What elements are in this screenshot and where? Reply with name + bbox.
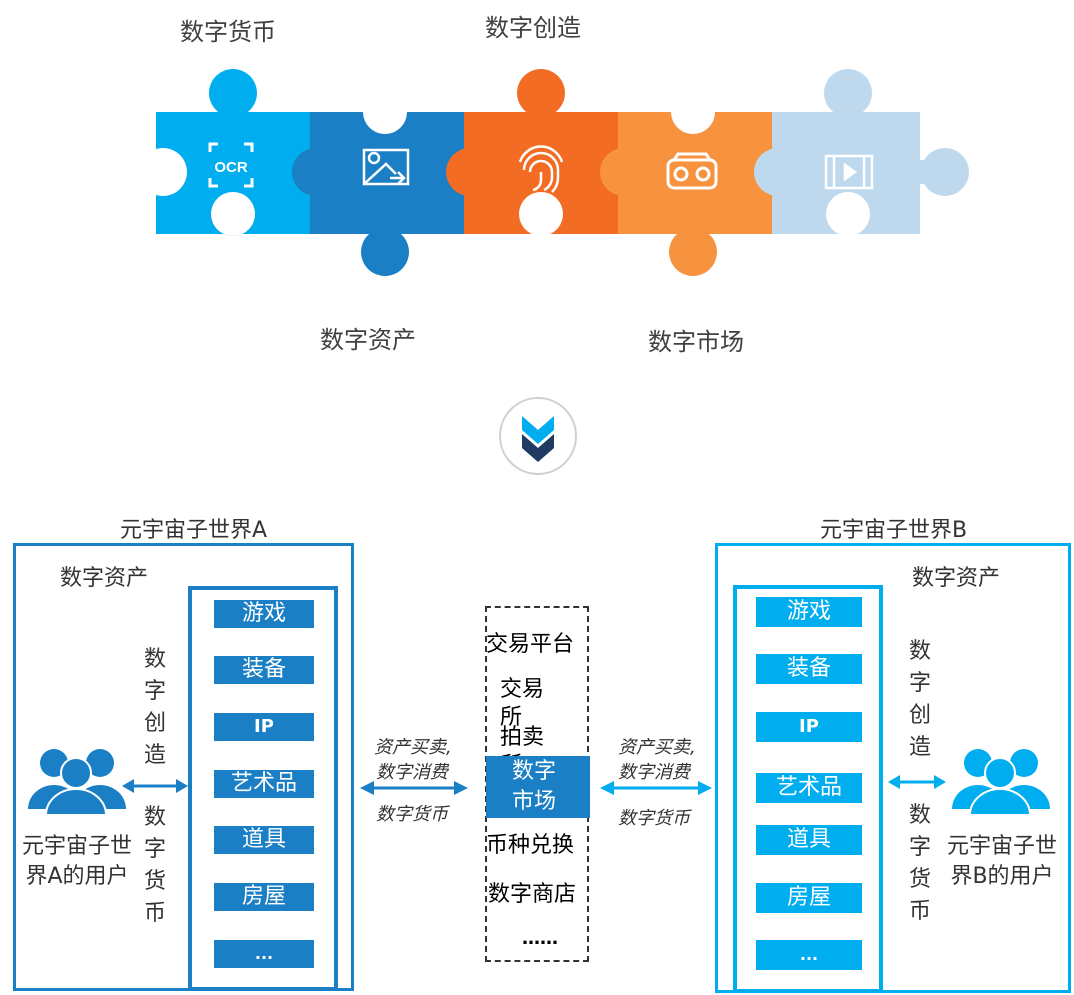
market-trading-platform: 交易平台 <box>486 632 575 657</box>
market-currency-exchange: 币种兑换 <box>486 833 575 858</box>
left-arrow-label-2: 数字消费 <box>376 762 448 783</box>
world-a-asset-list <box>188 586 338 991</box>
world-a-item-more: ... <box>214 940 314 968</box>
world-b-users-icon <box>952 749 1050 815</box>
world-a-panel <box>13 543 354 991</box>
world-b-digital-creation: 数字创造 <box>908 639 931 760</box>
world-a-user-label: 元宇宙子世界A的用户 <box>22 834 133 889</box>
world-a-user-arrow <box>122 779 188 793</box>
left-bidirectional-arrow <box>360 781 468 795</box>
market-exchange: 交易所 <box>500 677 545 730</box>
world-b-item-art: 艺术品 <box>756 773 862 803</box>
world-b-assets-title: 数字资产 <box>912 566 1001 591</box>
world-a-item-equipment: 装备 <box>214 656 314 684</box>
market-digital-market-box <box>486 756 590 818</box>
world-b-panel <box>715 543 1071 993</box>
video-icon <box>824 154 874 190</box>
puzzle-piece-2 <box>211 90 464 276</box>
fingerprint-icon <box>518 145 564 193</box>
world-a-digital-creation: 数字创造 <box>143 647 166 768</box>
right-arrow-label-2: 数字消费 <box>618 762 690 783</box>
ocr-icon-text: OCR <box>214 159 248 176</box>
world-b-item-game: 游戏 <box>756 597 862 627</box>
world-a-users-icon <box>28 749 126 815</box>
puzzle-piece-3 <box>446 69 618 236</box>
label-digital-currency: 数字货币 <box>180 18 276 46</box>
world-a-item-art: 艺术品 <box>214 770 314 798</box>
label-digital-assets: 数字资产 <box>320 326 416 354</box>
image-edit-icon <box>362 148 410 186</box>
puzzle-piece-5 <box>754 69 969 236</box>
world-b-digital-currency: 数字货币 <box>908 803 931 924</box>
world-a-item-ip: IP <box>214 713 314 741</box>
market-digital-store: 数字商店 <box>488 882 577 907</box>
down-chevron-icon <box>499 397 577 475</box>
world-b-item-props: 道具 <box>756 825 862 855</box>
world-a-digital-currency: 数字货币 <box>143 805 166 926</box>
vr-headset-icon <box>666 152 718 190</box>
world-b-asset-list <box>733 585 883 993</box>
label-digital-market: 数字市场 <box>648 328 744 356</box>
world-a-title: 元宇宙子世界A <box>120 518 268 543</box>
world-a-item-house: 房屋 <box>214 883 314 911</box>
world-b-item-house: 房屋 <box>756 883 862 913</box>
world-b-user-arrow <box>888 775 946 789</box>
world-a-item-game: 游戏 <box>214 600 314 628</box>
puzzle-piece-4 <box>600 90 772 276</box>
right-bidirectional-arrow <box>600 781 712 795</box>
market-digital-market: 数字市场 <box>512 759 557 814</box>
world-b-item-equipment: 装备 <box>756 654 862 684</box>
market-ellipsis: …… <box>522 928 558 949</box>
puzzle-strip: OCR <box>139 69 969 276</box>
world-b-item-more: ... <box>756 940 862 970</box>
world-b-title: 元宇宙子世界B <box>820 518 968 543</box>
left-arrow-label-1: 资产买卖, <box>374 737 452 758</box>
right-arrow-label-1: 资产买卖, <box>618 737 696 758</box>
right-arrow-label-3: 数字货币 <box>618 808 690 829</box>
world-b-item-ip: IP <box>756 712 862 742</box>
ocr-icon <box>208 142 254 188</box>
world-a-assets-title: 数字资产 <box>60 566 149 591</box>
label-digital-creation: 数字创造 <box>485 14 581 42</box>
left-arrow-label-3: 数字货币 <box>376 804 448 825</box>
world-a-item-props: 道具 <box>214 826 314 854</box>
puzzle-piece-1 <box>139 69 310 236</box>
world-b-user-label: 元宇宙子世界B的用户 <box>946 834 1057 889</box>
